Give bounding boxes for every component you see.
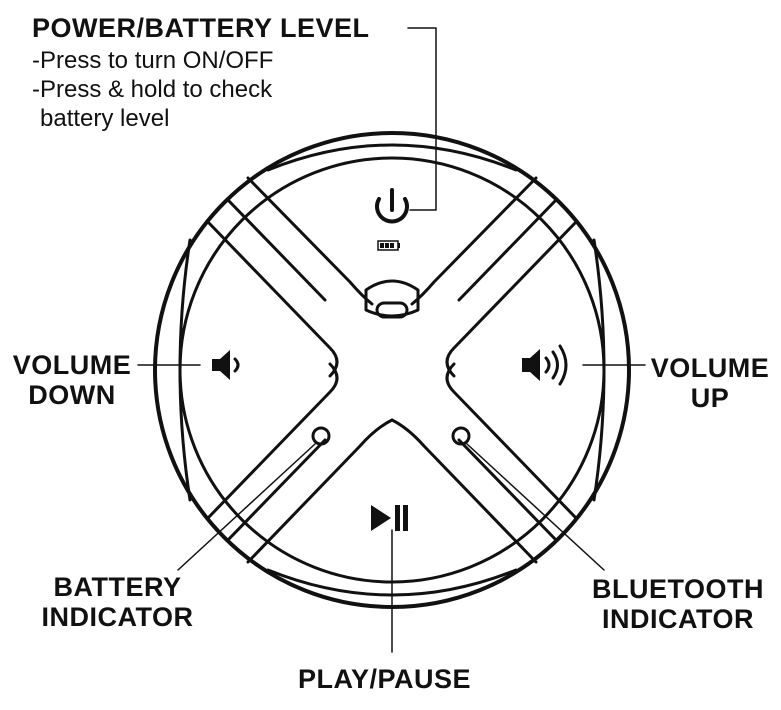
power-desc-line3: battery level bbox=[40, 105, 170, 132]
power-button-housing bbox=[364, 279, 420, 319]
power-icon bbox=[375, 188, 409, 224]
leader-lines bbox=[137, 27, 646, 653]
power-desc-line1: -Press to turn ON/OFF bbox=[32, 47, 274, 74]
volume-up-line2: UP bbox=[690, 383, 730, 413]
volume-down-line2: DOWN bbox=[28, 380, 116, 410]
volume-down-label: VOLUME DOWN bbox=[8, 350, 136, 410]
battery-indicator-label: BATTERY INDICATOR bbox=[30, 572, 205, 632]
power-title: POWER/BATTERY LEVEL bbox=[32, 13, 370, 43]
volume-up-line1: VOLUME bbox=[650, 353, 770, 383]
volume-up-label: VOLUME UP bbox=[646, 353, 774, 413]
cross-divider bbox=[178, 143, 606, 597]
volume-down-line1: VOLUME bbox=[12, 350, 132, 380]
battery-indicator-line2: INDICATOR bbox=[41, 602, 194, 632]
bluetooth-indicator-line1: BLUETOOTH bbox=[592, 574, 764, 604]
play-pause-icon bbox=[371, 505, 408, 531]
bluetooth-indicator-label: BLUETOOTH INDICATOR bbox=[583, 574, 773, 634]
battery-indicator-light bbox=[311, 426, 331, 446]
volume-down-icon bbox=[212, 350, 240, 380]
battery-level-icon bbox=[377, 240, 400, 251]
power-desc-line2: -Press & hold to check bbox=[32, 76, 273, 103]
volume-up-icon bbox=[522, 344, 568, 386]
bluetooth-indicator-line2: INDICATOR bbox=[602, 604, 754, 634]
play-pause-label: PLAY/PAUSE bbox=[298, 664, 472, 694]
bluetooth-indicator-light bbox=[451, 426, 471, 446]
battery-indicator-line1: BATTERY bbox=[53, 572, 182, 602]
